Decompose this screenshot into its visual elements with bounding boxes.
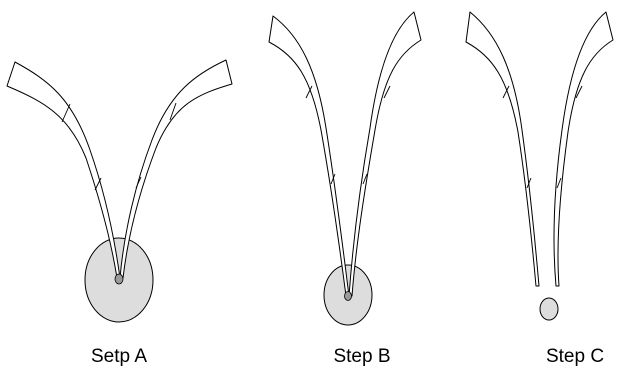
step-c-right-divider-1 <box>575 85 583 99</box>
step-b-center-dot <box>344 291 352 301</box>
step-a-right-divider-2 <box>135 176 142 189</box>
step-c-left-divider-2 <box>526 177 532 189</box>
step-b-right-divider-2 <box>362 173 368 185</box>
step-a-label: Setp A <box>91 346 147 367</box>
step-c-left-strand <box>465 11 540 287</box>
step-b-left-strand <box>268 15 350 297</box>
step-c-right-strand <box>553 11 614 287</box>
step-c-diagram <box>465 11 614 321</box>
step-b-label: Step B <box>333 346 390 367</box>
step-b-diagram <box>268 11 422 326</box>
step-a-diagram <box>6 59 233 323</box>
step-a-left-divider-1 <box>61 103 71 123</box>
step-a-left-divider-2 <box>94 177 102 191</box>
step-c-detached-dot <box>539 297 559 321</box>
step-c-label: Step C <box>546 346 604 367</box>
step-b-left-divider-1 <box>305 85 313 99</box>
step-c-right-divider-2 <box>556 177 562 189</box>
step-c-left-divider-1 <box>502 85 510 99</box>
step-b-left-divider-2 <box>330 173 336 185</box>
step-b-right-divider-1 <box>383 85 391 99</box>
step-a-right-divider-1 <box>169 102 177 121</box>
step-a-center-dot <box>114 273 124 285</box>
step-b-right-strand <box>348 11 422 297</box>
